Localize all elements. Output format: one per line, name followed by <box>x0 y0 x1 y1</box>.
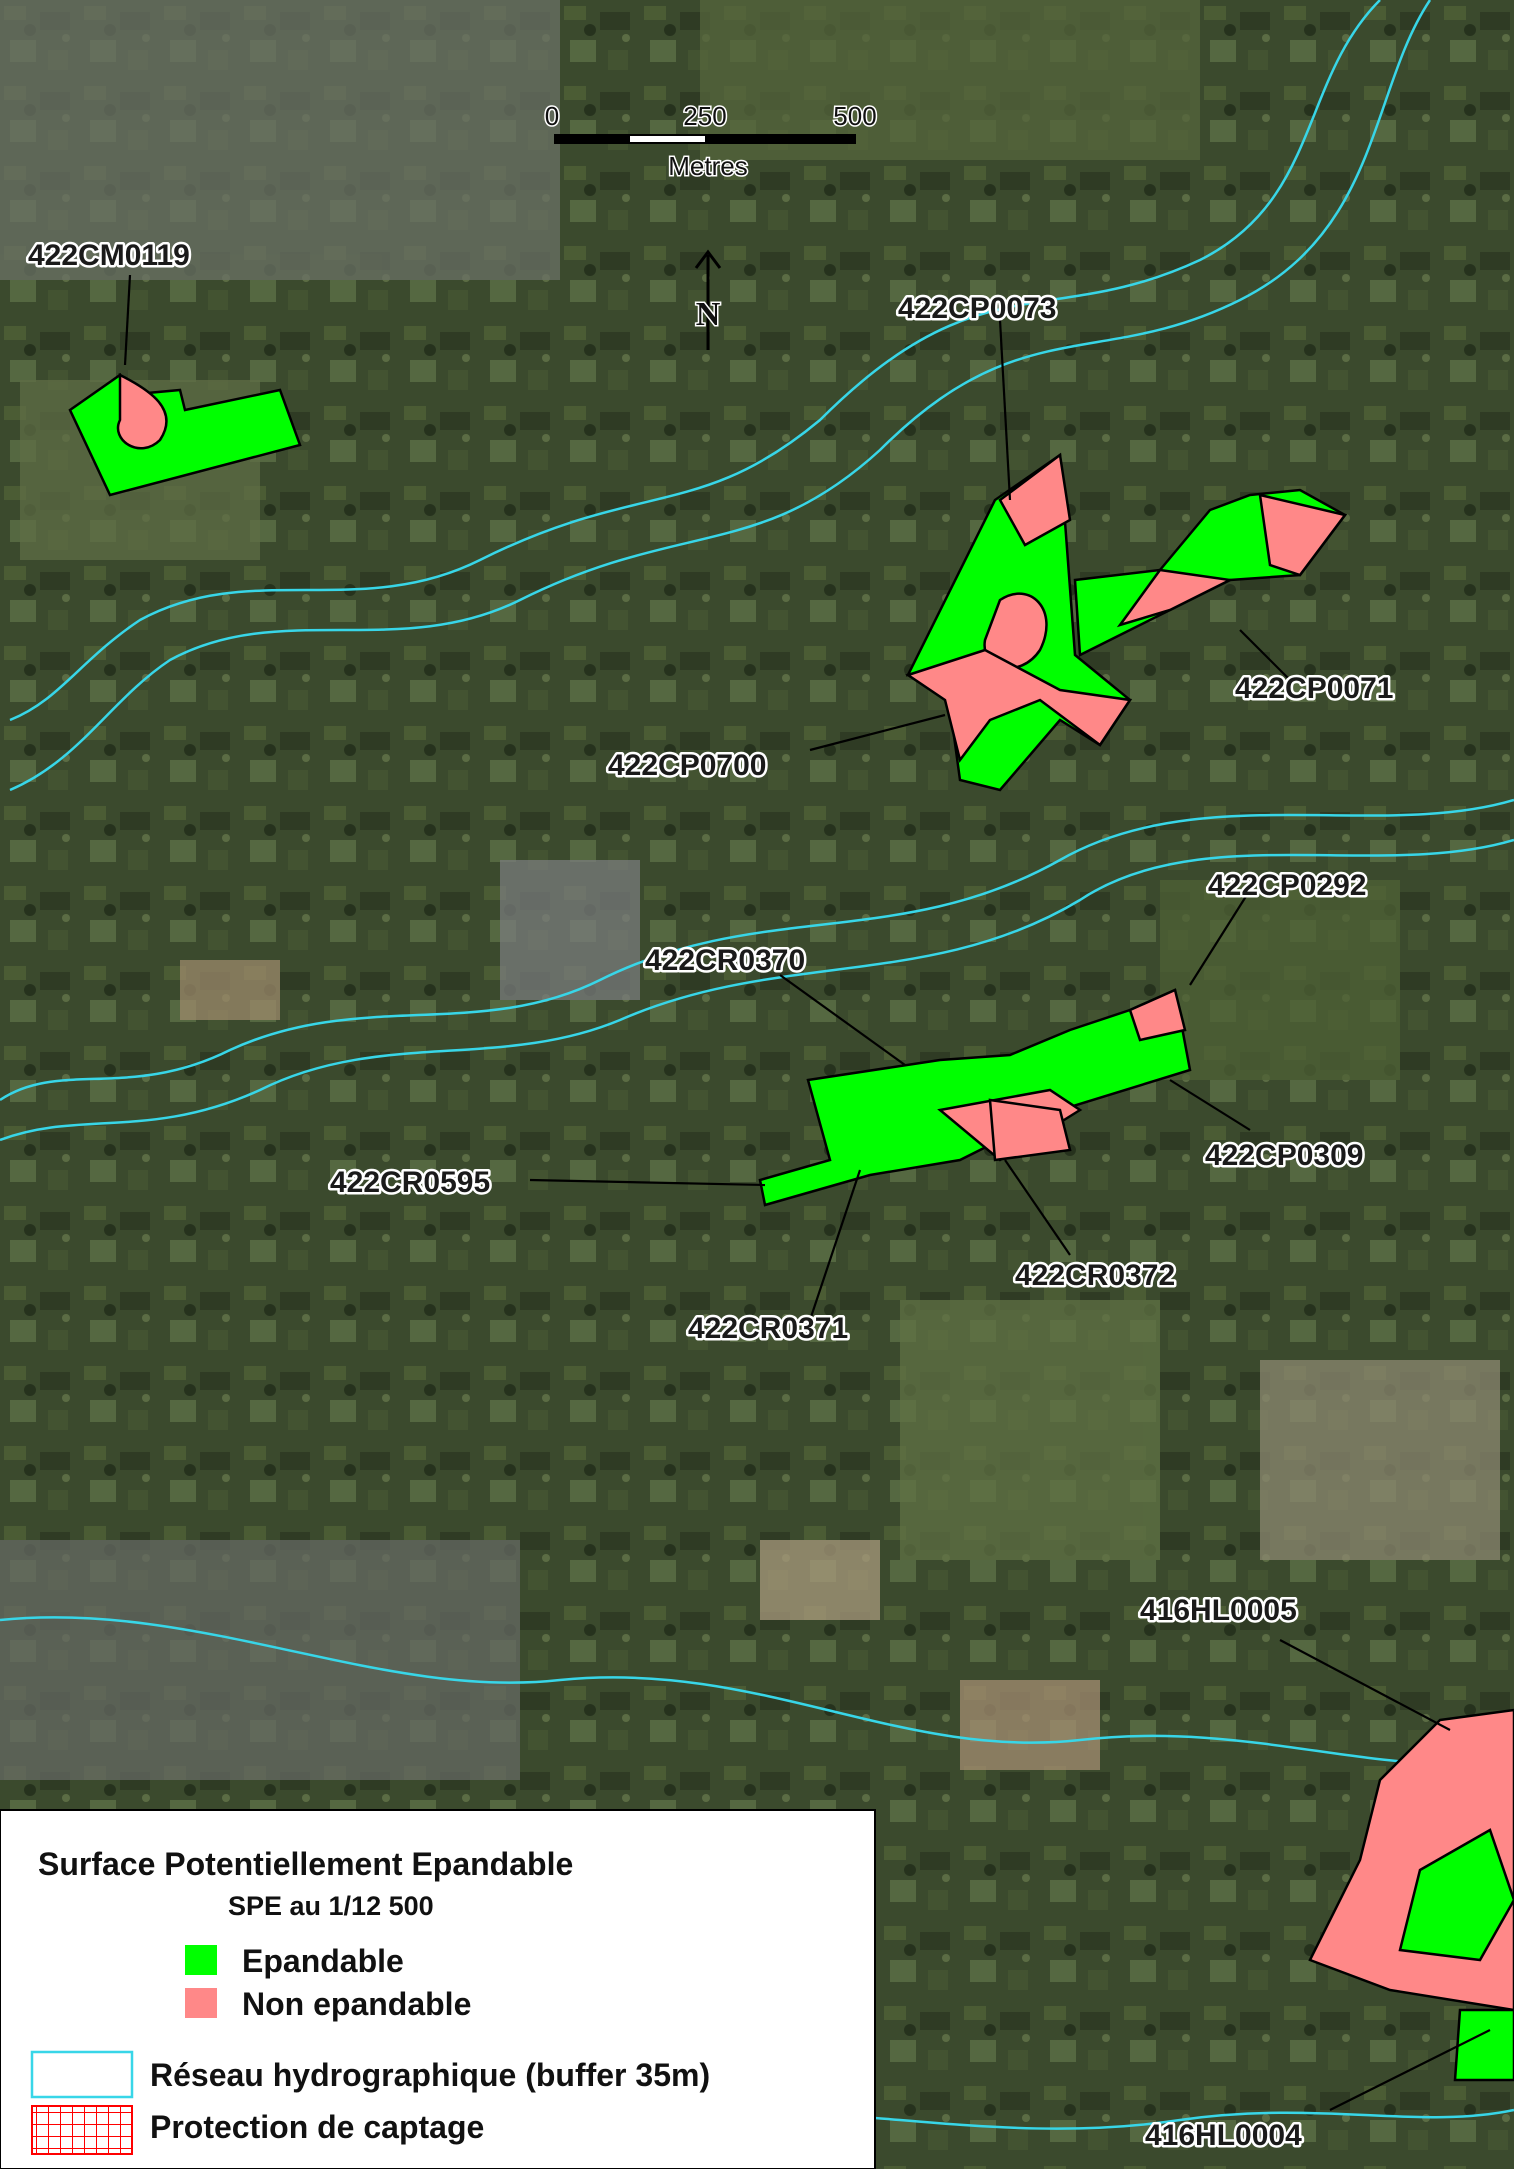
legend-swatch-non-epandable <box>185 1988 217 2018</box>
parcel-416HL0005[interactable] <box>1308 1708 1514 2082</box>
label-422CP0292[interactable]: 422CP0292 <box>1206 867 1369 905</box>
leader-lines <box>123 274 1491 2111</box>
legend-label-non-epandable: Non epandable <box>242 1986 471 2022</box>
scale-tick-0: 0 <box>545 101 559 131</box>
label-416HL0004[interactable]: 416HL0004 <box>1143 2117 1305 2155</box>
legend-label-hydro: Réseau hydrographique (buffer 35m) <box>150 2057 710 2093</box>
north-label: N <box>696 296 721 333</box>
scale-unit: Metres <box>668 151 747 181</box>
label-422CR0370[interactable]: 422CR0370 <box>643 942 808 980</box>
legend-swatch-hydro <box>30 2050 134 2099</box>
legend-swatch-epandable <box>185 1945 217 1975</box>
parcel-labels: 422CM0119 422CP0073 422CP0071 422CP0700 … <box>26 237 1396 2155</box>
legend-box <box>0 1809 876 2169</box>
legend: Surface Potentiellement Epandable SPE au… <box>0 1809 876 2169</box>
terrain-patches <box>0 0 1500 1780</box>
legend-title: Surface Potentiellement Epandable <box>38 1846 573 1882</box>
scale-tick-500: 500 <box>833 101 876 131</box>
parcel-422CP0071[interactable] <box>1073 488 1348 657</box>
legend-swatch-captage <box>31 2105 133 2155</box>
label-422CR0371[interactable]: 422CR0371 <box>686 1310 851 1348</box>
label-422CM0119[interactable]: 422CM0119 <box>26 237 193 275</box>
label-422CP0073[interactable]: 422CP0073 <box>896 290 1059 328</box>
parcel-422CR0370-0595[interactable] <box>758 988 1192 1207</box>
parcel-422CM0119[interactable] <box>68 372 302 497</box>
scale-bar: 0 250 500 Metres <box>543 100 878 183</box>
label-422CP0309[interactable]: 422CP0309 <box>1203 1137 1366 1175</box>
label-422CP0071[interactable]: 422CP0071 <box>1233 670 1396 708</box>
scale-tick-250: 250 <box>683 101 726 131</box>
legend-label-captage: Protection de captage <box>150 2109 484 2145</box>
legend-label-epandable: Epandable <box>242 1943 404 1979</box>
label-416HL0005[interactable]: 416HL0005 <box>1138 1592 1300 1630</box>
parcel-422CP0073-0700[interactable] <box>905 452 1133 792</box>
legend-subtitle: SPE au 1/12 500 <box>228 1891 434 1921</box>
label-422CR0372[interactable]: 422CR0372 <box>1013 1257 1178 1295</box>
label-422CP0700[interactable]: 422CP0700 <box>606 747 769 785</box>
north-arrow-icon: N <box>694 249 722 350</box>
label-422CR0595[interactable]: 422CR0595 <box>328 1164 493 1202</box>
